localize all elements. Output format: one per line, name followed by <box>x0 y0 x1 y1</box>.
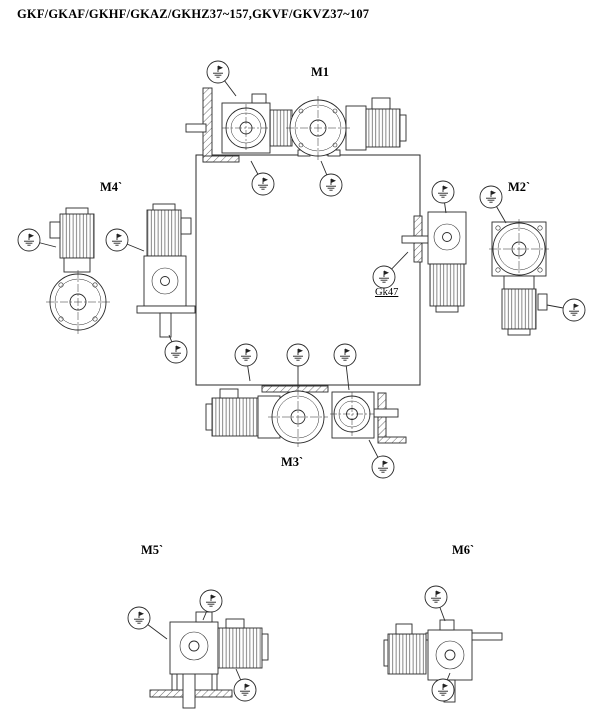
label-m5: M5` <box>141 543 164 557</box>
page-title: GKF/GKAF/GKHF/GKAZ/GKHZ37~157,GKVF/GKVZ3… <box>17 7 370 21</box>
m5-gearmotor <box>149 611 269 709</box>
oil-plug-indicator <box>372 251 409 289</box>
oil-plug-indicator <box>17 228 57 252</box>
m2-gearmotor-side <box>401 211 467 313</box>
oil-plug-indicator <box>233 668 257 702</box>
oil-plug-indicator <box>164 334 188 364</box>
m1-gearmotor-side <box>185 87 299 163</box>
label-m1: M1 <box>311 65 330 79</box>
oil-plug-indicator <box>206 60 237 97</box>
label-m3: M3` <box>281 455 304 469</box>
oil-plug-indicator <box>424 585 448 622</box>
label-m2: M2` <box>508 180 531 194</box>
m4-gearmotor-front <box>46 207 110 334</box>
oil-plug-indicator <box>199 589 223 621</box>
callout-gk47: Gk47 <box>375 287 399 298</box>
m2-gearmotor-front <box>489 219 549 336</box>
oil-plug-indicator <box>431 672 455 702</box>
m6-gearmotor <box>383 619 503 703</box>
m3-gearmotor-side <box>330 391 407 444</box>
oil-plug-indicator <box>234 343 258 382</box>
m4-gearmotor-side <box>136 203 196 338</box>
oil-plug-indicator <box>286 343 310 388</box>
m3-gearmotor-front <box>205 385 329 447</box>
oil-plug-indicator <box>479 185 507 224</box>
oil-plug-indicator <box>333 343 357 391</box>
oil-plug-indicator <box>127 606 168 640</box>
oil-plug-indicator <box>546 298 586 322</box>
oil-plug-indicators <box>17 60 586 702</box>
oil-plug-indicator <box>250 160 275 196</box>
oil-plug-indicator <box>319 160 343 197</box>
m1-gearmotor-front <box>286 96 407 160</box>
label-m6: M6` <box>452 543 475 557</box>
oil-plug-indicator <box>105 228 145 252</box>
oil-plug-indicator <box>368 439 395 479</box>
oil-plug-indicator <box>431 180 455 214</box>
label-m4: M4` <box>100 180 123 194</box>
